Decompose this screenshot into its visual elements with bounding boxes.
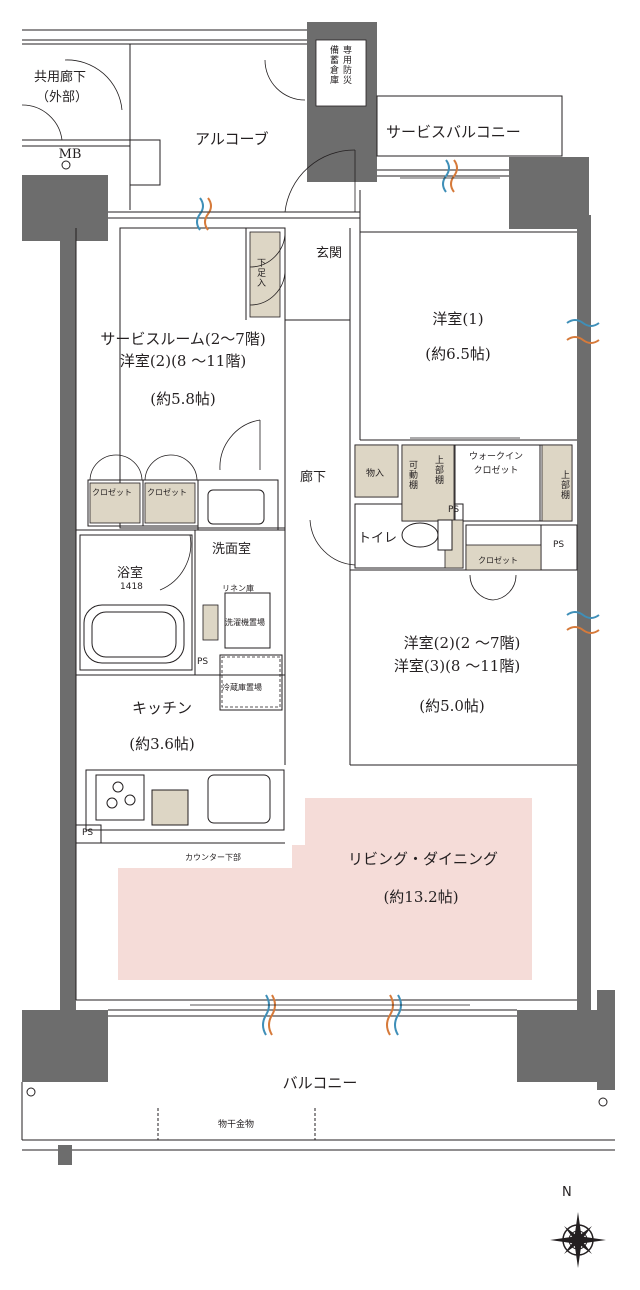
closet-label-3: クロゼット xyxy=(478,556,518,565)
disaster-storage-label-1: 専用防災 xyxy=(341,45,351,85)
compass-icon xyxy=(550,1212,606,1268)
drain-marker-right xyxy=(598,1097,608,1107)
bathroom-label: 浴室 xyxy=(117,566,144,581)
closet-label-2: クロゼット xyxy=(147,488,187,497)
kitchen-size: (約3.6帖) xyxy=(129,735,195,753)
ps-label-1: PS xyxy=(448,505,460,515)
washroom-label: 洗面室 xyxy=(212,542,252,557)
western-room-2-label-1: 洋室(2)(2 〜7階) xyxy=(403,634,521,652)
mb-marker xyxy=(61,160,71,170)
mb-label: MB xyxy=(58,147,82,162)
kitchen-label: キッチン xyxy=(131,699,193,717)
ps-label-3: PS xyxy=(197,657,209,667)
hallway-label: 廊下 xyxy=(300,470,327,485)
balcony-post xyxy=(58,1145,72,1165)
alcove-label: アルコーブ xyxy=(195,130,269,148)
common-corridor-label-1: 共用廊下 xyxy=(33,70,87,85)
western-room-2-label-2: 洋室(3)(8 〜11階) xyxy=(393,657,521,675)
fridge-space-outline xyxy=(221,656,281,708)
disaster-storage-box xyxy=(315,39,367,107)
upper-shelf-label-2: 上部棚 xyxy=(559,470,569,500)
wash-basin xyxy=(207,489,265,525)
ps-label-2: PS xyxy=(553,540,565,550)
balcony-label: バルコニー xyxy=(282,1074,358,1092)
western-room-1-label: 洋室(1) xyxy=(432,310,484,328)
toilet-fixture xyxy=(401,519,453,551)
bathroom-size: 1418 xyxy=(120,582,143,592)
washer-space-label: 洗濯機置場 xyxy=(225,618,265,627)
entrance-label: 玄関 xyxy=(316,246,343,261)
clothes-rack-label: 物干金物 xyxy=(217,1120,255,1130)
western-room-1-size: (約6.5帖) xyxy=(425,345,491,363)
drain-marker-left xyxy=(26,1087,36,1097)
room-outlines xyxy=(21,29,615,1151)
door-swings xyxy=(21,59,517,601)
closet-label-1: クロゼット xyxy=(92,488,132,497)
western-room-2-size: (約5.0帖) xyxy=(419,697,485,715)
service-room-size: (約5.8帖) xyxy=(150,390,216,408)
living-dining-label: リビング・ダイニング xyxy=(347,850,499,868)
living-dining-size: (約13.2帖) xyxy=(383,888,459,906)
counter-below-label: カウンター下部 xyxy=(185,853,241,862)
fridge-space-label: 冷蔵庫置場 xyxy=(222,683,262,692)
service-room-label-1: サービスルーム(2〜7階) xyxy=(100,330,266,348)
ldk-highlight xyxy=(118,798,532,980)
walk-in-closet-label-2: クロゼット xyxy=(473,466,519,476)
service-balcony-label: サービスバルコニー xyxy=(386,123,521,141)
fixtures-fill xyxy=(89,231,573,641)
disaster-storage-label-2: 備蓄倉庫 xyxy=(328,45,338,85)
toilet-label: トイレ xyxy=(358,531,398,546)
window-lines xyxy=(180,177,520,1006)
common-corridor-label-2: （外部） xyxy=(35,90,89,105)
upper-shelf-label: 上部棚 xyxy=(433,455,443,485)
ps-label-4: PS xyxy=(82,828,94,838)
linen-label: リネン庫 xyxy=(222,584,254,593)
walk-in-closet-label-1: ウォークイン xyxy=(468,452,524,462)
movable-shelf-label: 可動棚 xyxy=(407,460,417,490)
bathtub xyxy=(83,604,185,664)
shoe-box-label: 下足入 xyxy=(255,258,265,288)
service-room-label-2: 洋室(2)(8 〜11階) xyxy=(119,352,247,370)
compass-north-label: N xyxy=(562,1185,572,1200)
storage-label: 物入 xyxy=(366,469,385,479)
vent-icons xyxy=(196,159,600,1036)
